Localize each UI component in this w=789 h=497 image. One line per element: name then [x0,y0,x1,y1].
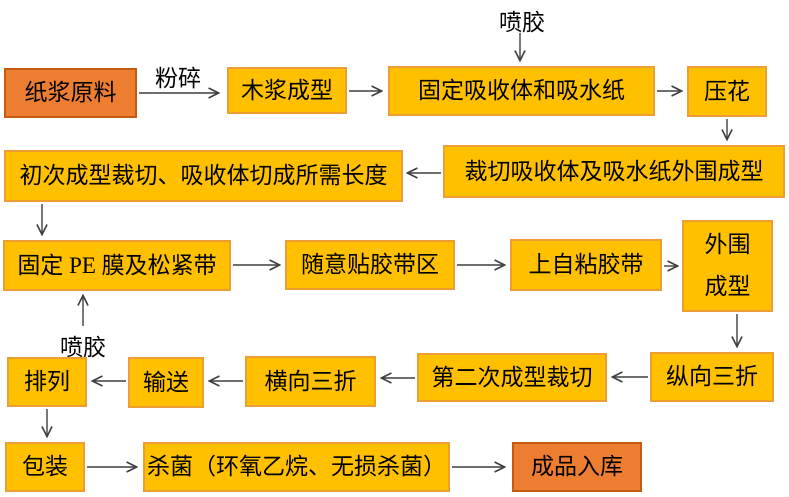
node-finished-label: 成品入库 [531,454,623,480]
node-horizontal-fold-label: 横向三折 [264,368,357,394]
node-tape-zone: 随意贴胶带区 [285,240,455,290]
label-crush: 粉碎 [155,66,201,91]
node-fix-pe-label: 固定 PE 膜及松紧带 [17,252,217,278]
node-fix-absorbent-paper: 固定吸收体和吸水纸 [388,66,655,116]
node-finished-warehouse: 成品入库 [512,442,642,492]
node-sterilize-label: 杀菌（环氧乙烷、无损杀菌） [147,454,446,480]
node-cut-outer-label: 裁切吸收体及吸水纸外围成型 [464,158,764,184]
node-fix-absorbent-label: 固定吸收体和吸水纸 [418,78,625,104]
node-emboss-label: 压花 [704,78,750,104]
node-arrange-label: 排列 [24,369,70,395]
node-tape-zone-label: 随意贴胶带区 [301,252,439,278]
node-outer-forming-line2: 成型 [704,274,751,299]
node-vertical-fold-label: 纵向三折 [666,364,758,390]
node-pulp-label: 纸浆原料 [24,80,117,106]
node-convey-label: 输送 [143,369,189,395]
node-outer-forming-line1: 外围 [704,232,751,257]
node-outer-forming: 外围 成型 [682,220,773,312]
node-self-tape-label: 上自粘胶带 [528,252,644,278]
node-cut-absorbent-outer-forming: 裁切吸收体及吸水纸外围成型 [443,145,785,198]
node-first-forming-cut: 初次成型裁切、吸收体切成所需长度 [4,150,403,202]
node-package-label: 包装 [22,454,68,480]
node-first-cut-label: 初次成型裁切、吸收体切成所需长度 [19,163,388,189]
node-emboss: 压花 [687,66,767,117]
node-wood-forming-label: 木浆成型 [241,77,333,103]
label-spray-glue-top: 喷胶 [499,10,545,35]
node-vertical-tri-fold: 纵向三折 [650,352,774,402]
node-second-cut-label: 第二次成型裁切 [431,364,593,390]
node-package: 包装 [5,442,85,492]
node-horizontal-tri-fold: 横向三折 [245,356,376,407]
label-spray-glue-left: 喷胶 [60,335,106,360]
node-convey: 输送 [128,357,204,408]
node-wood-pulp-forming: 木浆成型 [227,67,347,114]
node-self-adhesive-tape: 上自粘胶带 [510,239,662,291]
node-second-forming-cut: 第二次成型裁切 [417,353,607,402]
node-arrange: 排列 [7,357,87,407]
node-sterilize: 杀菌（环氧乙烷、无损杀菌） [143,442,450,492]
node-pulp-raw-material: 纸浆原料 [4,68,137,118]
node-fix-pe-film-elastic: 固定 PE 膜及松紧带 [3,240,231,291]
